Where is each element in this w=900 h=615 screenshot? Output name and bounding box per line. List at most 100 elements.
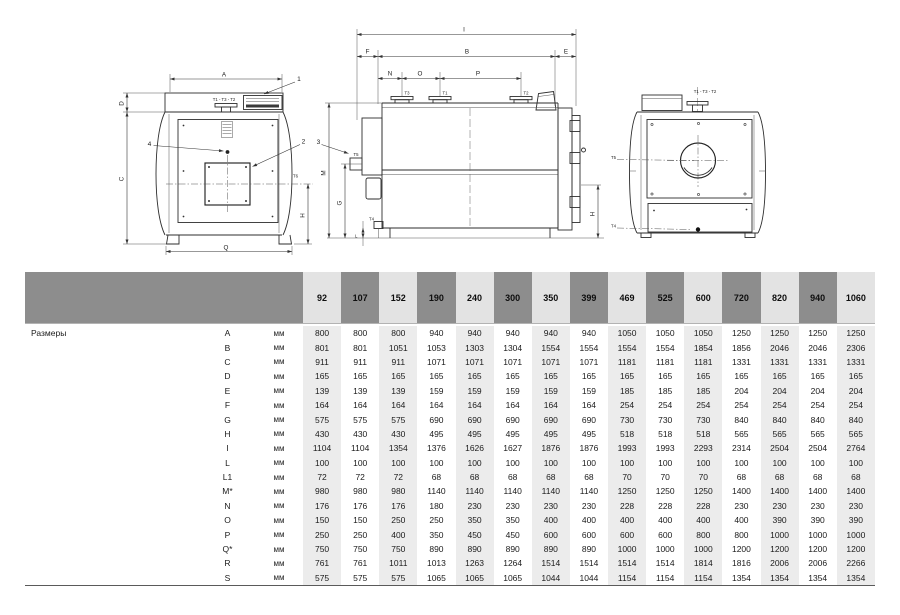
front-dim-c-label: C (119, 176, 126, 181)
side-dim-h-label: H (590, 211, 597, 216)
dimension-value: 176 (303, 498, 342, 514)
dimension-letter: E (200, 383, 255, 398)
column-header: 820 (760, 272, 799, 324)
side-t5-label: T5 (353, 152, 359, 157)
dimension-value: 165 (646, 369, 685, 384)
side-dim-l-label: L (355, 234, 358, 239)
dimension-value: 730 (608, 412, 647, 427)
front-dim-q-label: Q (224, 245, 229, 252)
dimension-value: 68 (493, 469, 532, 485)
row-group-label (25, 412, 200, 427)
dimension-letter: L (200, 455, 255, 470)
dimension-value: 1044 (531, 570, 570, 587)
unit-label: мм (255, 527, 303, 542)
dimension-value: 230 (760, 498, 799, 514)
dimension-value: 390 (760, 513, 799, 528)
dimension-value: 750 (379, 541, 418, 557)
unit-label: мм (255, 354, 303, 370)
unit-label: мм (255, 556, 303, 571)
dimension-value: 68 (760, 469, 799, 485)
dimension-value: 228 (646, 498, 685, 514)
dimension-value: 1304 (493, 340, 532, 355)
unit-label: мм (255, 498, 303, 514)
dimension-value: 2046 (798, 340, 837, 355)
row-group-label (25, 527, 200, 542)
unit-label: мм (255, 469, 303, 485)
dimension-value: 940 (569, 324, 608, 341)
dimension-value: 1154 (608, 570, 647, 587)
side-t3-label: T3 (405, 91, 411, 96)
dimension-value: 1050 (646, 324, 685, 341)
dimension-value: 1263 (455, 556, 494, 571)
dimension-letter: Q* (200, 541, 255, 557)
dimension-value: 890 (531, 541, 570, 557)
side-dim-o-label: O (418, 71, 423, 78)
rear-lower-panel (647, 203, 753, 233)
dimension-value: 204 (798, 383, 837, 398)
dimension-value: 980 (341, 484, 380, 499)
dimension-value: 72 (303, 469, 342, 485)
dimension-value: 1250 (836, 324, 875, 341)
dimension-value: 1000 (684, 541, 723, 557)
dimension-letter: A (200, 324, 255, 341)
dimension-value: 165 (341, 369, 380, 384)
dimension-value: 761 (303, 556, 342, 571)
rear-t5-label: T5 (611, 155, 617, 160)
dimension-value: 1200 (760, 541, 799, 557)
dimension-value: 600 (646, 527, 685, 542)
dimension-value: 940 (417, 324, 456, 341)
dimension-value: 1000 (646, 541, 685, 557)
dimension-value: 254 (608, 397, 647, 413)
row-group-label (25, 498, 200, 514)
dimension-value: 1250 (760, 324, 799, 341)
dimension-value: 100 (646, 455, 685, 470)
dimension-value: 495 (455, 426, 494, 442)
dimension-value: 2006 (798, 556, 837, 571)
front-door-edge (361, 117, 383, 176)
front-dim-a-label: A (222, 72, 227, 79)
dimension-value: 254 (836, 397, 875, 413)
dimension-value: 185 (608, 383, 647, 398)
dimension-value: 72 (341, 469, 380, 485)
dimension-value: 70 (646, 469, 685, 485)
dimension-value: 1065 (455, 570, 494, 587)
dimension-value: 1331 (836, 354, 875, 370)
dimension-value: 1627 (493, 441, 532, 456)
dimension-value: 2504 (798, 441, 837, 456)
dimension-value: 100 (608, 455, 647, 470)
front-t1-t3-t2-label: T1 - T3 - T2 (213, 97, 236, 102)
dimension-value: 1400 (722, 484, 761, 499)
dimension-value: 430 (379, 426, 418, 442)
dimension-value: 228 (608, 498, 647, 514)
dimension-letter: O (200, 513, 255, 528)
dimension-value: 1250 (684, 484, 723, 499)
dimension-value: 1140 (531, 484, 570, 499)
dimension-value: 159 (569, 383, 608, 398)
column-header: 720 (722, 272, 761, 324)
dimension-value: 390 (798, 513, 837, 528)
dimension-value: 495 (569, 426, 608, 442)
dimension-value: 72 (379, 469, 418, 485)
dimension-value: 204 (722, 383, 761, 398)
dimension-value: 450 (455, 527, 494, 542)
dimension-letter: S (200, 570, 255, 587)
column-header: 92 (303, 272, 342, 324)
dimension-value: 159 (417, 383, 456, 398)
dimension-value: 165 (455, 369, 494, 384)
dimension-value: 254 (722, 397, 761, 413)
dimension-value: 1104 (341, 441, 380, 456)
dimension-value: 180 (417, 498, 456, 514)
column-header: 350 (531, 272, 570, 324)
dimension-value: 801 (303, 340, 342, 355)
dimension-letter: B (200, 340, 255, 355)
dimension-value: 100 (836, 455, 875, 470)
dimension-value: 1554 (646, 340, 685, 355)
dimension-value: 2314 (722, 441, 761, 456)
header-band (25, 272, 303, 324)
side-dim-n-label: N (388, 71, 393, 78)
